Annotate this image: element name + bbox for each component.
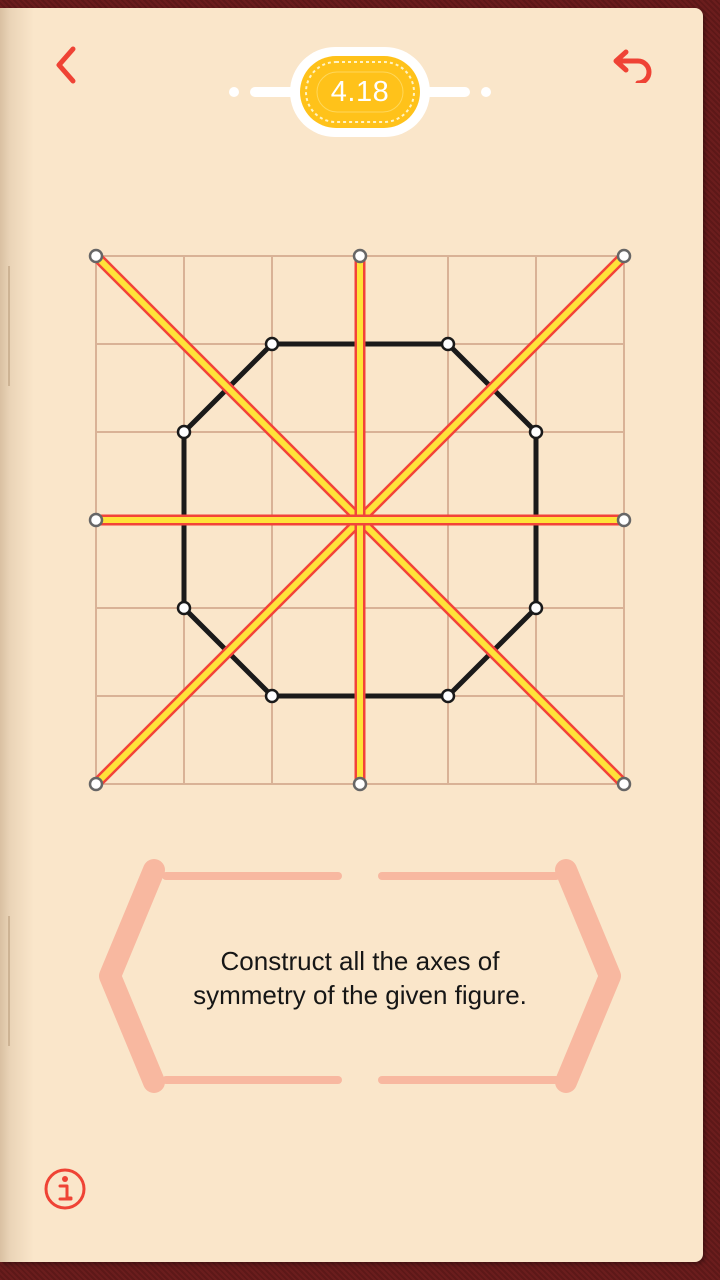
figure-vertex — [528, 424, 544, 440]
axis-endpoint — [88, 248, 104, 264]
level-label: 4.18 — [330, 75, 390, 108]
axis-endpoint — [88, 512, 104, 528]
chevron-left-icon — [56, 46, 76, 84]
figure-vertex — [264, 336, 280, 352]
symmetry-axes — [92, 252, 628, 788]
axis-endpoint — [352, 248, 368, 264]
info-icon — [44, 1168, 86, 1210]
page-spine-shadow — [0, 8, 34, 1262]
level-indicator: 4.18 — [222, 44, 498, 140]
figure-vertex — [528, 600, 544, 616]
undo-arrow-icon — [613, 49, 652, 83]
hint-frame — [99, 859, 621, 1093]
figure-vertex — [440, 336, 456, 352]
spine-stitch — [8, 916, 10, 1046]
figure-vertex — [440, 688, 456, 704]
puzzle-board[interactable] — [86, 238, 634, 794]
instruction-text: Construct all the axes of symmetry of th… — [150, 944, 570, 1012]
axis-endpoint — [352, 776, 368, 792]
axis-endpoint — [616, 776, 632, 792]
undo-button[interactable] — [606, 40, 660, 90]
spine-stitch — [8, 266, 10, 386]
axis-endpoint — [88, 776, 104, 792]
info-button[interactable] — [42, 1166, 88, 1212]
figure-vertex — [176, 600, 192, 616]
instruction-line-1: Construct all the axes of — [220, 946, 500, 976]
grid-points — [88, 248, 632, 792]
figure-vertex — [176, 424, 192, 440]
axis-endpoint — [616, 248, 632, 264]
instruction-line-2: symmetry of the given figure. — [193, 980, 527, 1010]
level-badge-graphic — [229, 47, 491, 137]
back-button[interactable] — [44, 38, 88, 92]
axis-endpoint — [616, 512, 632, 528]
figure-vertex — [264, 688, 280, 704]
